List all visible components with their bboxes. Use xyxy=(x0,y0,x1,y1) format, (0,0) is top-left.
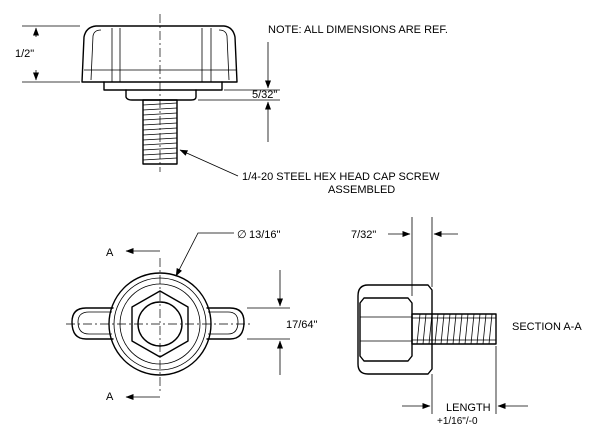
section-screw-shank xyxy=(411,313,497,345)
section-view xyxy=(357,284,497,375)
screw-callout: 1/4-20 STEEL HEX HEAD CAP SCREW ASSEMBLE… xyxy=(179,149,440,196)
stud-offset-dimension: 5/32" xyxy=(198,42,280,142)
wing-thickness-dimension: 17/64" xyxy=(247,270,318,375)
section-marker-top: A xyxy=(106,247,160,259)
section-marker-bottom: A xyxy=(106,391,160,403)
diameter-callout: ∅ 13/16" xyxy=(175,229,281,277)
diameter-symbol: ∅ xyxy=(237,229,247,241)
side-view xyxy=(81,14,238,172)
plan-view xyxy=(66,258,252,392)
length-dimension: LENGTH +1/16"/-0 xyxy=(402,346,528,427)
wing-thickness-label: 17/64" xyxy=(286,319,318,331)
screw-callout-line1: 1/4-20 STEEL HEX HEAD CAP SCREW xyxy=(242,171,440,183)
section-marker-top-label: A xyxy=(106,247,114,259)
screw-callout-line2: ASSEMBLED xyxy=(328,184,395,196)
hex-offset-label: 7/32" xyxy=(351,229,376,241)
height-dimension: 1/2" xyxy=(15,25,80,83)
stud-offset-label: 5/32" xyxy=(252,89,277,101)
dimensions-note: NOTE: ALL DIMENSIONS ARE REF. xyxy=(268,24,448,36)
section-marker-bottom-label: A xyxy=(106,391,114,403)
length-label: LENGTH xyxy=(446,402,491,414)
hex-offset-dimension: 7/32" xyxy=(351,217,458,296)
section-label: SECTION A-A xyxy=(512,321,582,333)
height-label: 1/2" xyxy=(15,48,34,60)
diameter-label: 13/16" xyxy=(249,229,281,241)
length-tolerance-label: +1/16"/-0 xyxy=(437,416,478,427)
